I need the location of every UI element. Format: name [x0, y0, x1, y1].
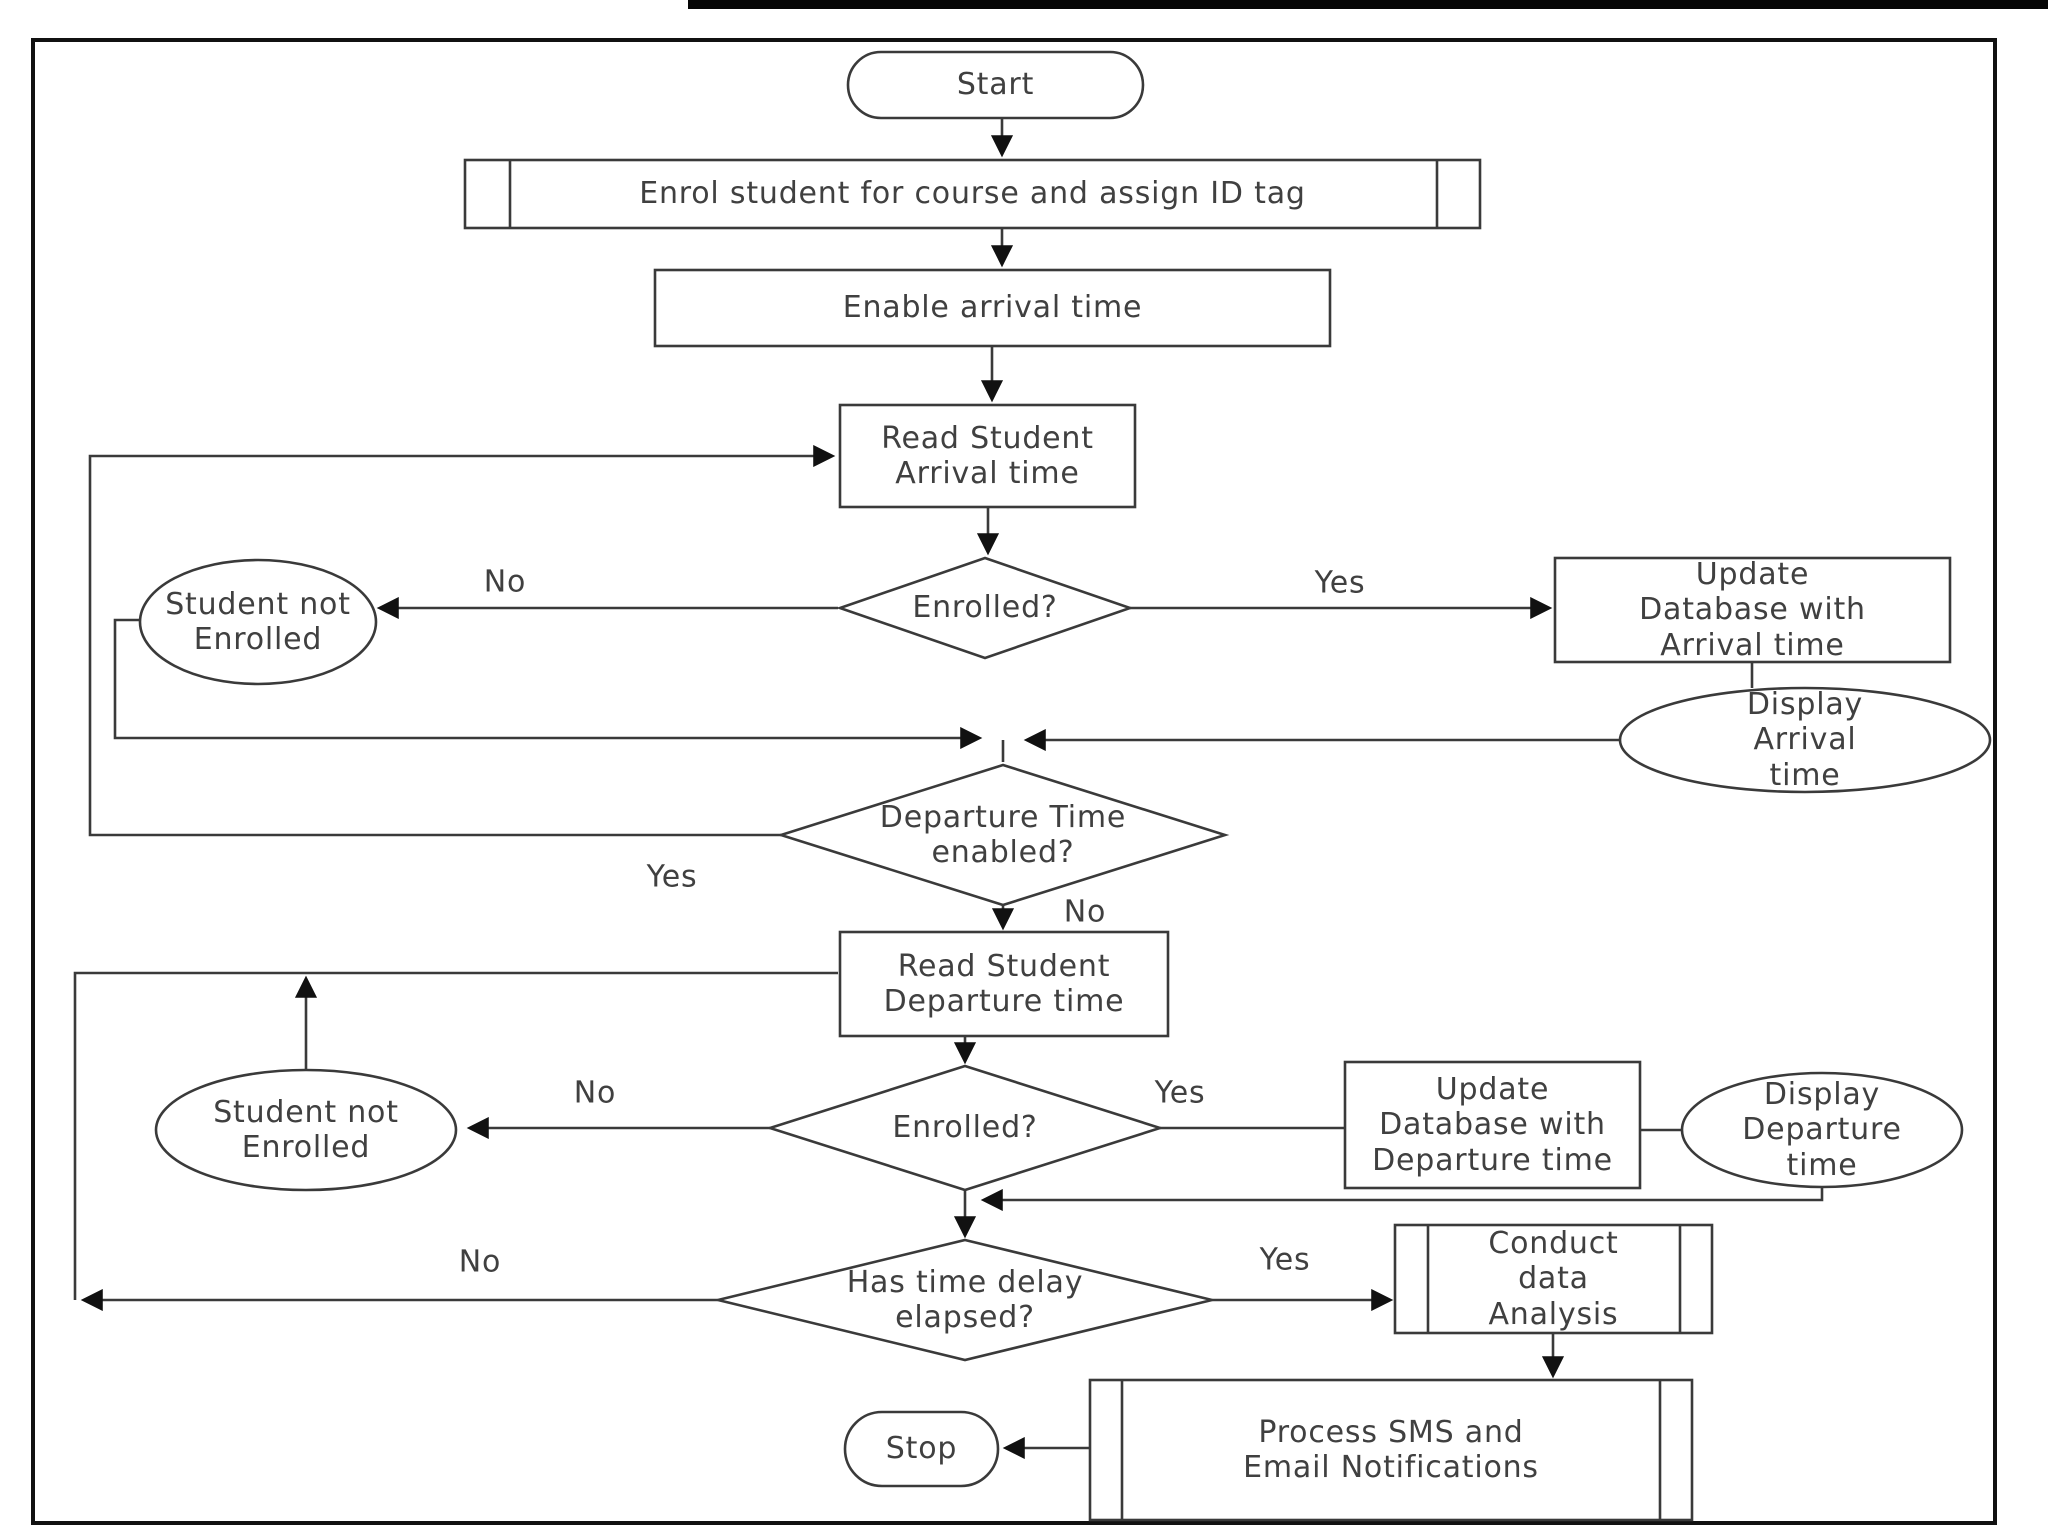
not-enrolled-departure-shape — [154, 1068, 458, 1192]
enrol-predefined-shape — [463, 158, 1482, 230]
display-departure-shape — [1680, 1071, 1964, 1189]
update-departure-process-shape — [1343, 1060, 1642, 1190]
not-enrolled-arrival-shape — [138, 558, 378, 686]
enable-arrival-process-shape — [653, 268, 1332, 348]
read-departure-process-shape — [838, 930, 1170, 1038]
edge-display-departure-return — [980, 1187, 1824, 1212]
process-notifications-predefined-shape — [1088, 1378, 1694, 1522]
display-arrival-shape — [1618, 686, 1992, 794]
stop-terminator-shape — [843, 1410, 1000, 1488]
time-delay-decision-shape — [717, 1238, 1213, 1362]
conduct-predefined-shape — [1393, 1223, 1714, 1335]
edge-delay-loop-feeder — [73, 971, 838, 1300]
figure-border — [31, 38, 1997, 1525]
start-terminator-shape — [846, 50, 1145, 120]
edge-not-enrolled-loop-arrival — [113, 618, 983, 750]
enrolled-departure-decision-shape — [765, 1064, 1165, 1192]
departure-enabled-decision-shape — [776, 763, 1230, 907]
read-arrival-process-shape — [838, 403, 1137, 509]
enrolled-arrival-decision-shape — [836, 556, 1134, 660]
update-arrival-process-shape — [1553, 556, 1952, 664]
scan-artifact-top-bar — [688, 0, 2048, 9]
edge-departure-enabled-yes — [88, 444, 836, 837]
